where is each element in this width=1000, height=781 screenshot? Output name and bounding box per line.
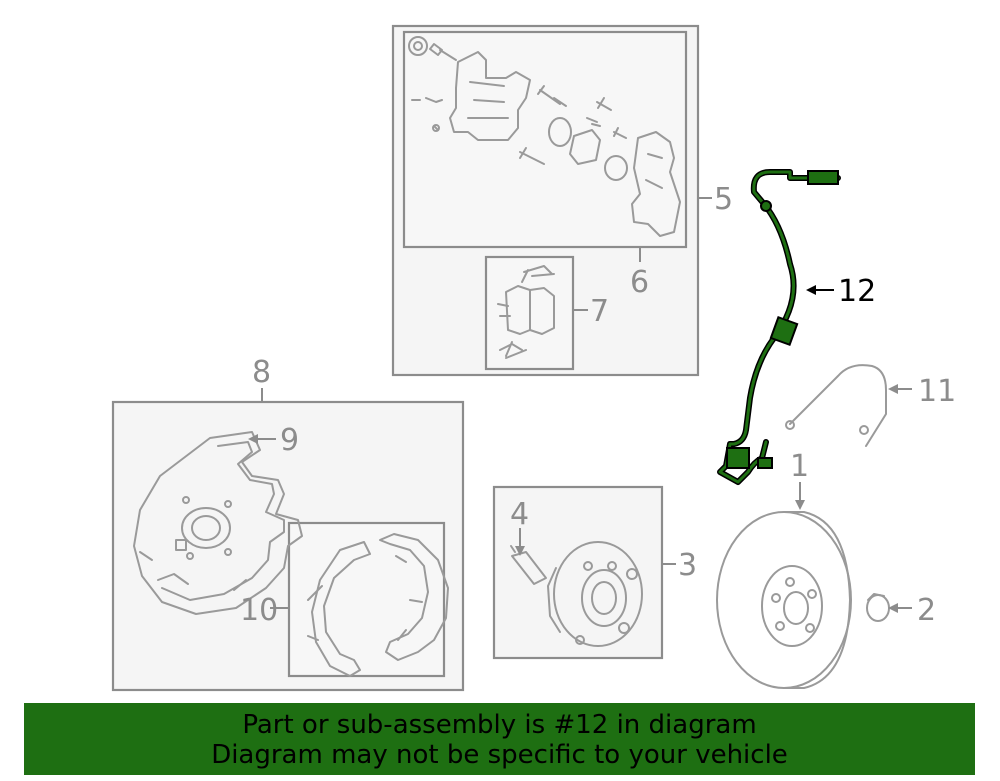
brake-rotor-drawing xyxy=(716,511,852,689)
callout-8: 8 xyxy=(252,355,271,390)
callout-1: 1 xyxy=(790,449,809,484)
callout-5: 5 xyxy=(714,182,733,217)
wheel-speed-sensor-highlight xyxy=(717,169,841,485)
callout-11: 11 xyxy=(918,374,956,409)
callout-7: 7 xyxy=(590,294,609,329)
backing-plate-drawing xyxy=(133,431,303,615)
callout-3: 3 xyxy=(678,548,697,583)
caliper-assembly-box xyxy=(391,24,700,377)
caliper-parts-drawing xyxy=(408,36,681,237)
brake-hose-drawing xyxy=(785,364,887,447)
callout-9: 9 xyxy=(280,423,299,458)
info-banner: Part or sub-assembly is #12 in diagram D… xyxy=(24,703,975,775)
banner-line-2: Diagram may not be specific to your vehi… xyxy=(211,740,788,770)
brake-pads-drawing xyxy=(497,265,555,359)
callout-10: 10 xyxy=(240,593,278,628)
banner-line-1: Part or sub-assembly is #12 in diagram xyxy=(242,710,757,740)
hub-assembly-box xyxy=(492,485,664,660)
hub-cap-drawing xyxy=(866,593,890,622)
leader-lines xyxy=(248,197,912,613)
brake-shoes-drawing xyxy=(307,533,449,677)
callout-4: 4 xyxy=(510,497,529,532)
callout-6: 6 xyxy=(630,265,649,300)
callout-2: 2 xyxy=(917,593,936,628)
callout-12: 12 xyxy=(838,274,876,309)
